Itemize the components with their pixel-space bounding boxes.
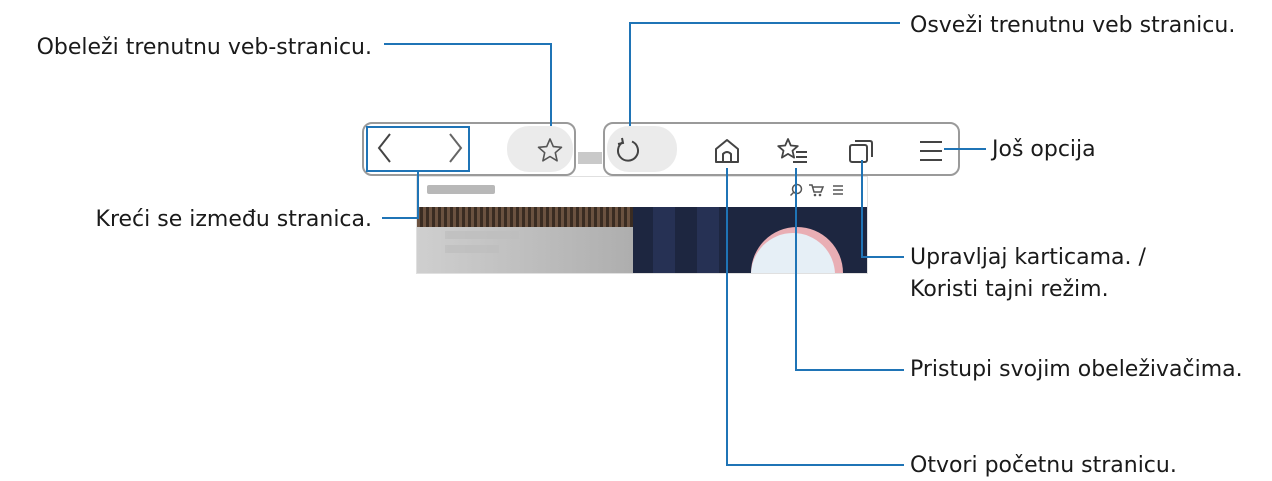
- web-page-preview: [416, 176, 868, 274]
- refresh-icon[interactable]: [614, 136, 642, 166]
- tabs-icon[interactable]: [846, 136, 876, 166]
- callout-refresh-page: Osveži trenutnu veb stranicu.: [910, 13, 1236, 38]
- callout-more-options: Još opcija: [992, 137, 1096, 162]
- hamburger-menu-icon[interactable]: [917, 138, 945, 164]
- leader-bookmark-current: [384, 43, 552, 126]
- preview-logo: [427, 185, 495, 194]
- leader-navigate-pages: [382, 172, 419, 219]
- address-bar-fragment: [578, 152, 602, 164]
- callout-navigate-pages: Kreći se između stranica.: [95, 207, 372, 232]
- callout-open-homepage: Otvori početnu stranicu.: [910, 453, 1177, 478]
- chevron-right-icon[interactable]: [444, 130, 466, 166]
- callout-access-bookmarks: Pristupi svojim obeleživačima.: [910, 357, 1243, 382]
- star-icon[interactable]: [536, 136, 564, 164]
- leader-manage-tabs: [861, 160, 904, 258]
- leader-refresh: [629, 22, 900, 126]
- navigation-highlight-box: [366, 126, 470, 172]
- callout-bookmark-current: Obeleži trenutnu veb-stranicu.: [36, 35, 372, 60]
- callout-manage-tabs-line2: Koristi tajni režim.: [910, 277, 1109, 302]
- preview-hero-image: [417, 207, 867, 273]
- callout-manage-tabs-line1: Upravljaj karticama. /: [910, 245, 1146, 270]
- leader-access-bookmarks: [795, 168, 904, 371]
- chevron-left-icon[interactable]: [374, 130, 396, 166]
- bookmarks-star-list-icon[interactable]: [776, 136, 810, 166]
- leader-open-homepage: [726, 168, 904, 466]
- home-icon[interactable]: [712, 136, 742, 166]
